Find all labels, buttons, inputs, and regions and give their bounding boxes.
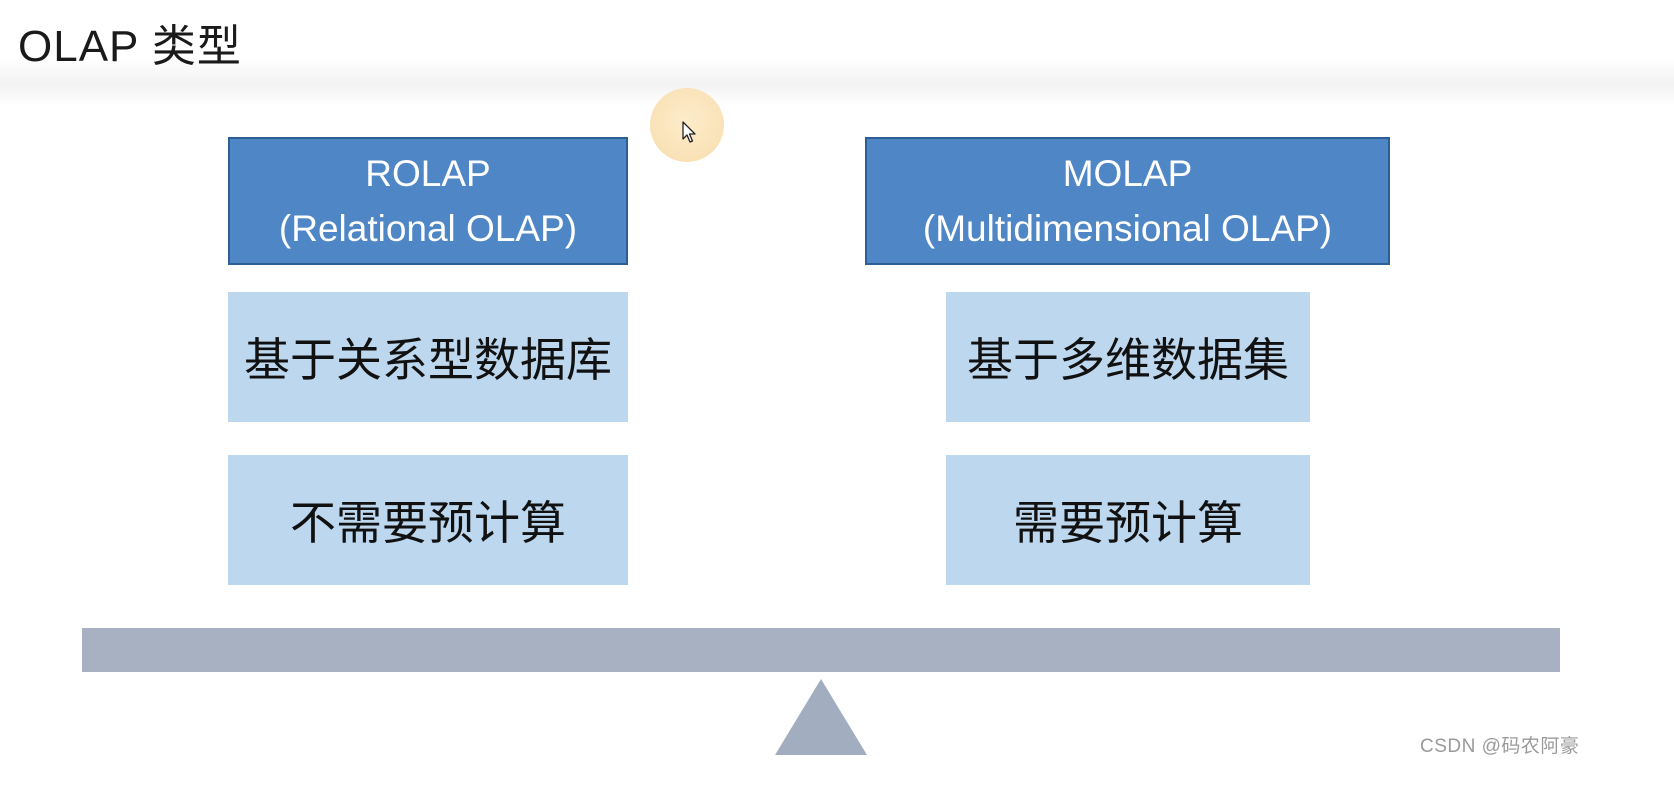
cursor-highlight-circle bbox=[650, 88, 724, 162]
fulcrum-triangle bbox=[775, 679, 867, 755]
molap-feature-dataset: 基于多维数据集 bbox=[946, 292, 1310, 422]
rolap-feature-precompute: 不需要预计算 bbox=[228, 455, 628, 585]
rolap-feature-database: 基于关系型数据库 bbox=[228, 292, 628, 422]
molap-header-box: MOLAP (Multidimensional OLAP) bbox=[865, 137, 1390, 265]
balance-beam bbox=[82, 628, 1560, 672]
rolap-name: ROLAP bbox=[365, 152, 491, 194]
page-title: OLAP 类型 bbox=[18, 22, 242, 71]
molap-name: MOLAP bbox=[1062, 152, 1193, 194]
rolap-fullname: (Relational OLAP) bbox=[278, 208, 578, 249]
top-gradient-band bbox=[0, 58, 1674, 106]
mouse-cursor-icon bbox=[682, 121, 696, 143]
molap-fullname: (Multidimensional OLAP) bbox=[922, 208, 1333, 249]
rolap-header-box: ROLAP (Relational OLAP) bbox=[228, 137, 628, 265]
watermark: CSDN @码农阿豪 bbox=[1420, 736, 1580, 757]
molap-feature-precompute: 需要预计算 bbox=[946, 455, 1310, 585]
